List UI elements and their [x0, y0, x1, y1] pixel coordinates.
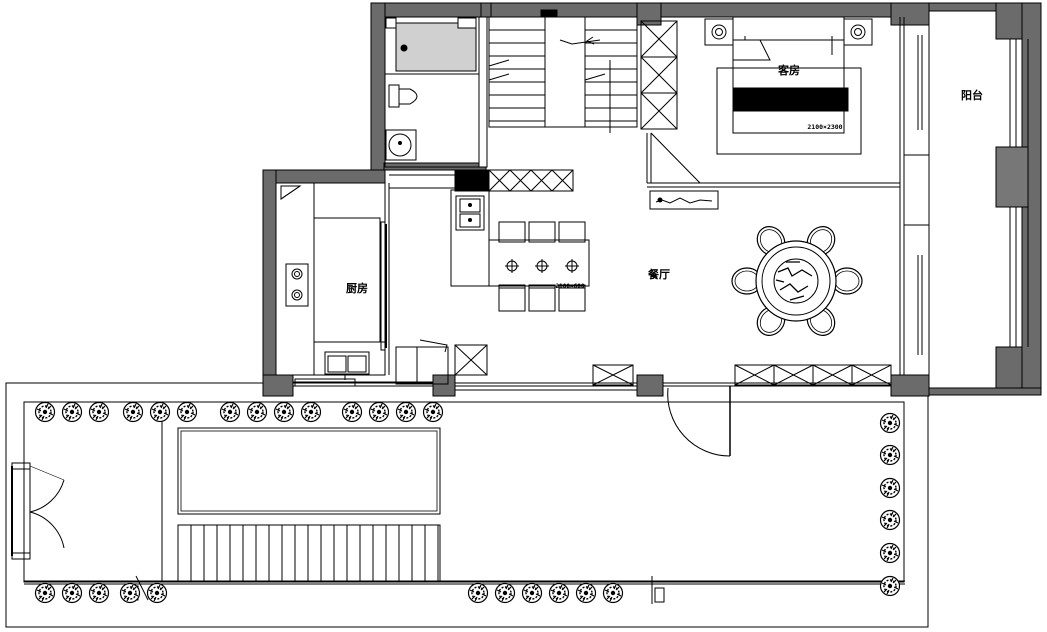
round-table-icon — [731, 220, 863, 342]
kitchen — [275, 182, 449, 387]
shrub-icon — [521, 582, 543, 604]
sink-icon — [385, 129, 417, 161]
shrub-icon — [494, 582, 516, 604]
shrub-icon — [395, 401, 417, 423]
shrub-icon — [575, 582, 597, 604]
cabinets — [454, 20, 892, 386]
room-label-guest-room: 客房 — [777, 63, 800, 77]
island — [450, 189, 590, 312]
shrub-icon — [548, 582, 570, 604]
yard-gate — [11, 462, 65, 560]
shrub-icon — [879, 509, 901, 531]
pendant-lights — [505, 259, 579, 273]
yard-steps — [177, 524, 441, 582]
shrub-icon — [61, 582, 83, 604]
room-label-dining: 餐厅 — [647, 267, 670, 281]
room-label-balcony: 阳台 — [961, 88, 983, 102]
shrub-icon — [879, 477, 901, 499]
bed-dimension: 2100×2300 — [807, 123, 842, 131]
island-sink-icon — [455, 195, 485, 231]
kitchen-sink-icon — [324, 351, 370, 380]
island-dimension: 2100×600 — [556, 283, 585, 290]
shrub-row — [34, 401, 901, 604]
shrub-icon — [219, 401, 241, 423]
balcony — [995, 39, 1029, 347]
shrub-icon — [879, 575, 901, 597]
shrub-icon — [879, 542, 901, 564]
shrub-icon — [34, 582, 56, 604]
toilet-icon — [388, 84, 418, 108]
shrub-icon — [246, 401, 268, 423]
bathroom — [384, 16, 480, 168]
room-label-kitchen: 厨房 — [346, 281, 368, 295]
guest-room — [646, 16, 873, 210]
shrub-icon — [61, 401, 83, 423]
stairs — [488, 9, 638, 133]
shrub-icon — [341, 401, 363, 423]
shrub-icon — [119, 582, 141, 604]
shrub-icon — [467, 582, 489, 604]
shrub-icon — [273, 401, 295, 423]
shrub-icon — [879, 412, 901, 434]
shrub-icon — [88, 401, 110, 423]
shrub-icon — [146, 582, 168, 604]
walls — [262, 2, 1042, 397]
yard — [5, 382, 929, 628]
shrub-icon — [368, 401, 390, 423]
shrub-icon — [122, 401, 144, 423]
shrub-icon — [88, 582, 110, 604]
shrub-icon — [149, 401, 171, 423]
shrub-icon — [422, 401, 444, 423]
level-marker-right — [651, 576, 665, 604]
shrub-icon — [300, 401, 322, 423]
shrub-icon — [602, 582, 624, 604]
shrub-icon — [879, 444, 901, 466]
shrub-icon — [176, 401, 198, 423]
cooktop-icon — [285, 263, 309, 307]
yard-entry-door — [667, 386, 731, 457]
shrub-icon — [34, 401, 56, 423]
